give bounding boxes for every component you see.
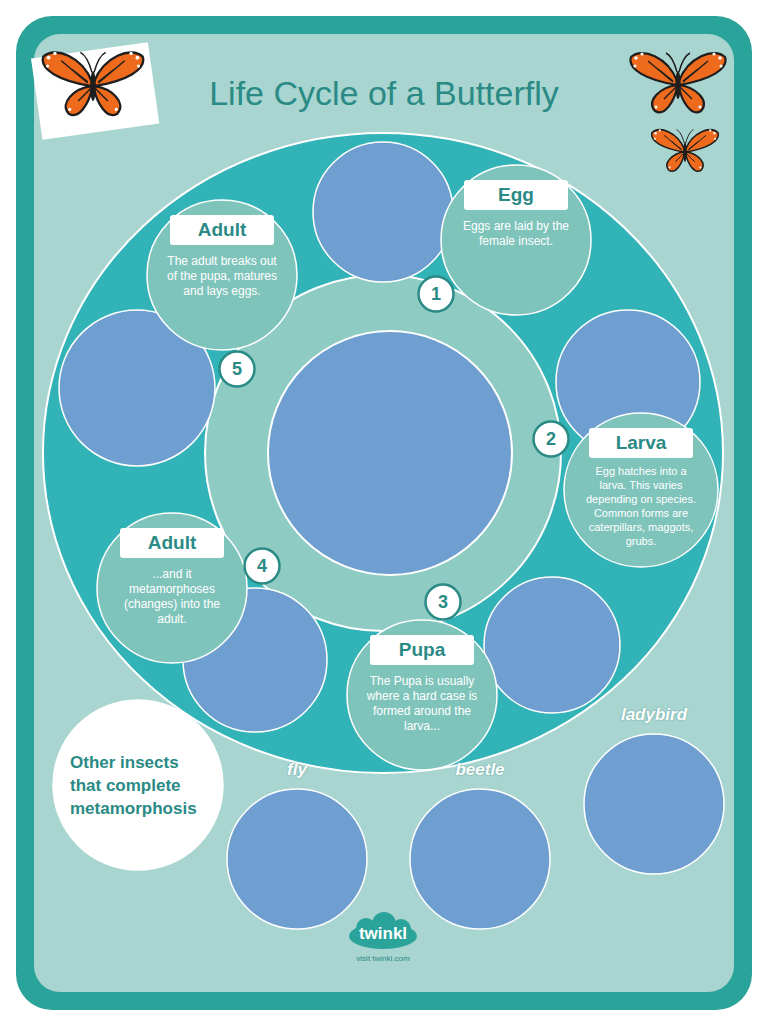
picture-circle bbox=[584, 734, 724, 874]
stage-heading: Egg bbox=[464, 180, 568, 210]
stage-circle: LarvaEgg hatches into a larva. This vari… bbox=[563, 412, 719, 568]
insect-circle: fly bbox=[217, 759, 377, 931]
step-number: 2 bbox=[532, 420, 570, 458]
outer-frame bbox=[16, 16, 752, 1010]
circle-shape bbox=[97, 513, 247, 663]
butterfly-picture bbox=[43, 52, 143, 115]
circle-outline bbox=[225, 787, 369, 931]
picture-circle bbox=[227, 789, 367, 929]
logo-text: twinkl bbox=[359, 924, 407, 944]
step-number: 5 bbox=[218, 350, 256, 388]
butterfly-picture bbox=[630, 52, 725, 112]
butterfly-picture bbox=[652, 129, 719, 171]
picture-circle bbox=[268, 331, 512, 575]
website-note: visit twinkl.com bbox=[356, 954, 409, 963]
insect-circle: beetle bbox=[400, 759, 560, 931]
logo-cloud bbox=[349, 912, 417, 949]
step-number: 3 bbox=[424, 583, 462, 621]
circle-shape bbox=[564, 413, 718, 567]
stage-circle: EggEggs are laid by the female insect. bbox=[440, 164, 592, 316]
callout-number: 3 bbox=[438, 592, 448, 612]
stage-heading: Pupa bbox=[370, 635, 474, 665]
butterfly-card bbox=[31, 42, 159, 140]
circle-shape bbox=[419, 277, 454, 312]
insect-name: beetle bbox=[400, 759, 560, 783]
cycle-ellipse bbox=[43, 133, 723, 773]
stage-circle: PupaThe Pupa is usually where a hard cas… bbox=[346, 619, 498, 771]
circle-outline bbox=[582, 732, 726, 876]
stage-description: Eggs are laid by the female insect. bbox=[457, 219, 575, 249]
picture-circle bbox=[410, 789, 550, 929]
stage-heading: Larva bbox=[589, 428, 693, 458]
callout-number: 4 bbox=[257, 556, 267, 576]
circle-shape bbox=[347, 620, 497, 770]
stage-description: ...and it metamorphoses (changes) into t… bbox=[113, 567, 231, 627]
callout-number: 5 bbox=[232, 359, 242, 379]
circle-outline bbox=[408, 787, 552, 931]
step-number: 1 bbox=[417, 275, 455, 313]
insect-name: ladybird bbox=[574, 704, 734, 728]
stage-description: The adult breaks out of the pupa, mature… bbox=[163, 254, 281, 299]
circle-shape bbox=[441, 165, 591, 315]
stage-circle: Adult ...and it metamorphoses (changes) i… bbox=[96, 512, 248, 664]
circle-shape bbox=[53, 700, 223, 870]
callout-number: 1 bbox=[431, 284, 441, 304]
stage-description: The Pupa is usually where a hard case is… bbox=[363, 674, 481, 734]
info-circle: Other insects that complete metamorphosi… bbox=[52, 699, 224, 871]
stage-description: Egg hatches into a larva. This varies de… bbox=[582, 464, 700, 548]
stage-heading: Adult bbox=[170, 215, 274, 245]
circle-shape bbox=[147, 200, 297, 350]
inner-panel bbox=[34, 34, 734, 992]
circle-shape bbox=[426, 585, 461, 620]
poster-title: Life Cycle of a Butterfly bbox=[134, 74, 634, 113]
insect-name: fly bbox=[217, 759, 377, 783]
stage-heading: Adult bbox=[120, 528, 224, 558]
insect-circle: ladybird bbox=[574, 704, 734, 876]
info-text: Other insects that complete metamorphosi… bbox=[70, 751, 206, 820]
stage-circle: AdultThe adult breaks out of the pupa, m… bbox=[146, 199, 298, 351]
circle-shape bbox=[534, 422, 569, 457]
picture-circle bbox=[313, 142, 453, 282]
circle-shape bbox=[245, 549, 280, 584]
photo-card bbox=[31, 42, 159, 140]
step-number: 4 bbox=[243, 547, 281, 585]
circle-shape bbox=[220, 352, 255, 387]
callout-number: 2 bbox=[546, 429, 556, 449]
picture-circle bbox=[484, 577, 620, 713]
